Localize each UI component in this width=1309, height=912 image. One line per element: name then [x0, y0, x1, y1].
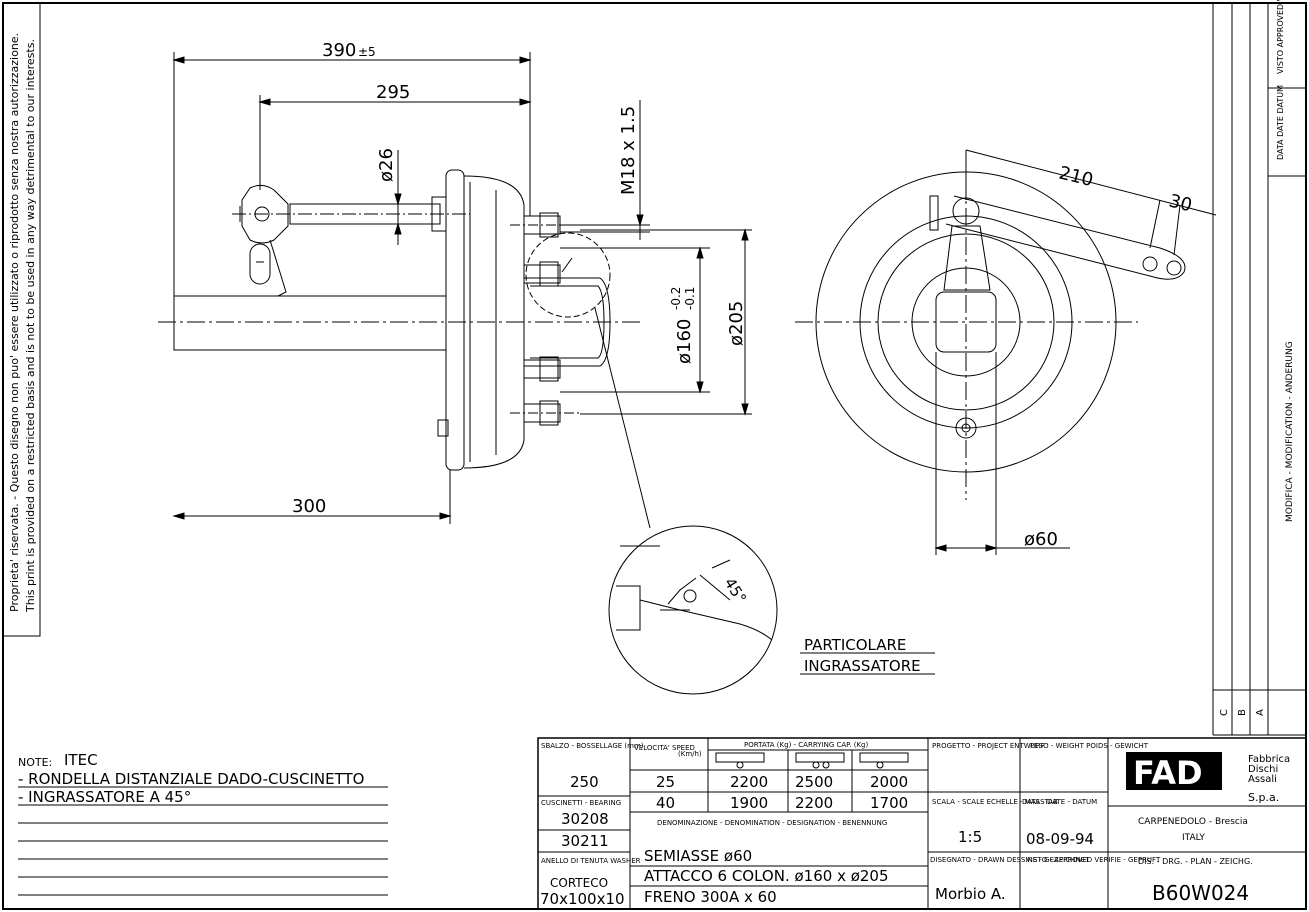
- side-note-line2: This print is provided on a restricted b…: [24, 39, 37, 613]
- tb-data-value: 08-09-94: [1026, 830, 1094, 848]
- notes-line-2: - RONDELLA DISTANZIALE DADO-CUSCINETTO: [18, 770, 364, 788]
- tb-dis-value: B60W024: [1152, 881, 1249, 905]
- tb-velocita-unit: (Km/h): [678, 750, 702, 758]
- tb-portata-r2c1: 1900: [730, 794, 768, 812]
- notes-line-3: - INGRASSATORE A 45°: [18, 788, 191, 806]
- dim-295: 295: [376, 82, 410, 103]
- dim-205: ø205: [726, 301, 747, 346]
- tb-company-city: CARPENEDOLO - Brescia: [1138, 817, 1248, 827]
- tb-visto-label: VISTO - APPROVED VERIFIE - GEPRUFT: [1026, 856, 1161, 864]
- tb-denominazione-label: DENOMINAZIONE - DENOMINATION - DESIGNATI…: [657, 819, 887, 827]
- tb-sbalzo-value: 250: [570, 773, 599, 791]
- rev-data: DATA DATE DATUM: [1276, 85, 1285, 160]
- tb-portata-r2c3: 1700: [870, 794, 908, 812]
- dim-overall: 390: [322, 40, 356, 61]
- tb-cuscinetti-2: 30211: [561, 832, 609, 850]
- tb-disegnato-value: Morbio A.: [935, 885, 1006, 903]
- rev-visto: VISTO APPROVED VERIFIE: [1276, 0, 1285, 74]
- tb-progetto-label: PROGETTO - PROJECT ENTWURF: [932, 742, 1045, 750]
- dim-30: 30: [1167, 190, 1194, 216]
- tb-portata-r2c2: 2200: [795, 794, 833, 812]
- tb-scala-value: 1:5: [958, 828, 982, 846]
- tb-company-3: Assali: [1248, 774, 1277, 785]
- tb-velocita-1: 25: [656, 773, 675, 791]
- dim-60: ø60: [1024, 529, 1058, 550]
- notes-line-1: ITEC: [64, 751, 98, 769]
- dim-210: 210: [1057, 162, 1095, 191]
- tb-peso-label: PESO - WEIGHT POIDS - GEWICHT: [1030, 742, 1149, 750]
- tb-denominazione-3: FRENO 300A x 60: [644, 888, 777, 906]
- tb-cuscinetti-1: 30208: [561, 810, 609, 828]
- tb-portata-r1c2: 2500: [795, 773, 833, 791]
- dim-160: ø160: [674, 319, 695, 364]
- tb-dis-label: DIS. - DRG. - PLAN - ZEICHG.: [1138, 857, 1253, 866]
- rev-row-c: C: [1219, 709, 1230, 716]
- dim-thread: M18 x 1.5: [618, 106, 639, 195]
- tb-anello-label: ANELLO DI TENUTA WASHER: [541, 857, 641, 865]
- dim-angle: 45°: [721, 575, 750, 607]
- rev-modifica: MODIFICA - MODIFICATION - ANDERUNG: [1285, 341, 1295, 522]
- tb-anello-brand: CORTECO: [550, 876, 608, 890]
- fad-logo: FAD: [1126, 752, 1222, 792]
- tb-denominazione-2: ATTACCO 6 COLON. ø160 x ø205: [644, 867, 889, 885]
- tb-disegnato-label: DISEGNATO - DRAWN DESSINE - GEZEICHNET: [930, 856, 1090, 864]
- rev-row-b: B: [1237, 709, 1248, 716]
- tb-portata-r1c1: 2200: [730, 773, 768, 791]
- tb-anello-value: 70x100x10: [540, 890, 625, 908]
- detail-label-2: INGRASSATORE: [804, 657, 921, 675]
- tb-sbalzo-label: SBALZO - BOSSELLAGE (mm): [541, 742, 644, 750]
- tb-portata-r1c3: 2000: [870, 773, 908, 791]
- side-note-line1: Proprieta' riservata. - Questo disegno n…: [8, 33, 21, 612]
- tb-velocita-label: VELOCITA' SPEED: [634, 744, 695, 752]
- svg-text:FAD: FAD: [1133, 754, 1203, 792]
- tb-company-2: Dischi: [1248, 764, 1278, 775]
- dim-300: 300: [292, 496, 326, 517]
- rev-row-a: A: [1255, 709, 1266, 716]
- tb-company-1: Fabbrica: [1248, 754, 1290, 765]
- dim-overall-tol: ±5: [358, 45, 376, 59]
- notes-prefix: NOTE:: [18, 756, 52, 769]
- dim-26: ø26: [376, 148, 397, 182]
- tb-company-country: ITALY: [1182, 833, 1205, 843]
- dim-160-tol-lower: -0.1: [683, 287, 697, 310]
- tb-data-label: DATA - DATE - DATUM: [1022, 798, 1097, 806]
- tb-portata-label: PORTATA (Kg) - CARRYING CAP. (Kg): [744, 741, 868, 749]
- dim-160-tol-upper: -0.2: [669, 287, 683, 310]
- tb-velocita-2: 40: [656, 794, 675, 812]
- tb-scala-label: SCALA - SCALE ECHELLE - MASSTAB: [932, 798, 1058, 806]
- tb-denominazione-1: SEMIASSE ø60: [644, 847, 752, 865]
- tb-company-suffix: S.p.a.: [1248, 791, 1279, 804]
- tb-cuscinetti-label: CUSCINETTI - BEARING: [541, 799, 621, 807]
- detail-label-1: PARTICOLARE: [804, 636, 906, 654]
